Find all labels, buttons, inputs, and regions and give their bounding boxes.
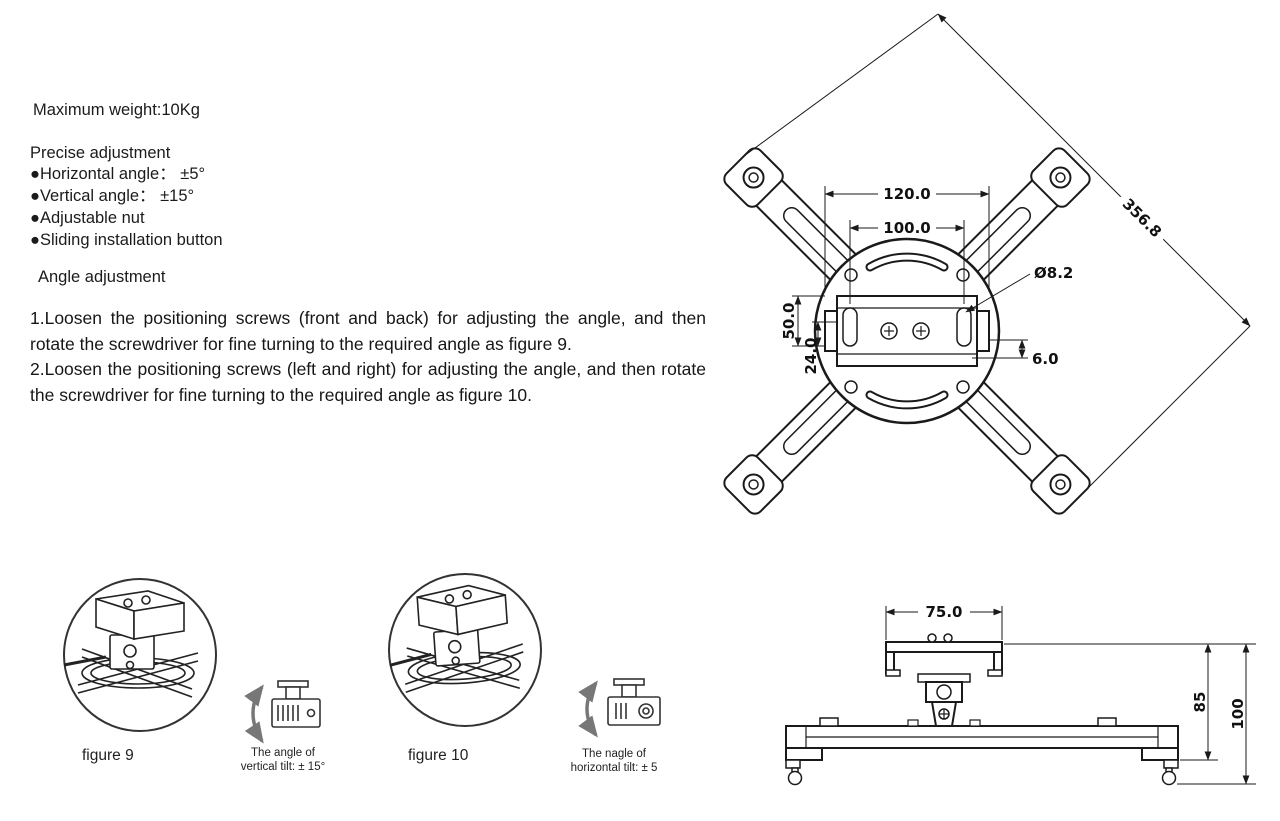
step-2-text: 2.Loosen the positioning screws (left an…	[30, 359, 706, 405]
vertical-tilt-icon	[244, 680, 321, 744]
dim-85-label: 85	[1191, 692, 1209, 713]
angle-adjustment-steps: 1.Loosen the positioning screws (front a…	[30, 306, 706, 408]
bullet-horizontal-angle: ●Horizontal angle： ±5°	[30, 165, 206, 183]
step-1-text: 1.Loosen the positioning screws (front a…	[30, 308, 706, 354]
figure-10-label: figure 10	[408, 747, 469, 764]
figure-9-label: figure 9	[82, 747, 134, 764]
bullet-adjustable-nut: ●Adjustable nut	[30, 209, 145, 227]
top-view-drawing: 120.0 100.0 356.8 Ø8.2 50.0 24.0 6.0	[720, 13, 1251, 518]
dim-100-label: 100	[1229, 698, 1247, 729]
figures-drawing	[62, 573, 661, 744]
precise-adjustment-bullets: ●Horizontal angle： ±5° ●Vertical angle： …	[30, 163, 223, 251]
precise-adjustment-title: Precise adjustment	[30, 144, 171, 162]
dim-diagonal-label: 356.8	[1119, 195, 1165, 241]
dim-100-label: 100.0	[883, 219, 930, 237]
horizontal-tilt-icon	[578, 678, 661, 738]
figure-9-circle	[62, 578, 217, 732]
max-weight-text: Maximum weight:10Kg	[33, 101, 200, 119]
side-view-drawing: 75.0 85 100	[785, 603, 1256, 786]
side-view-structure	[785, 633, 1179, 786]
mount-center-plate	[824, 295, 990, 367]
dim-hole-diameter-label: Ø8.2	[1034, 264, 1073, 282]
angle-adjustment-title: Angle adjustment	[38, 268, 166, 286]
dim-24-label: 24.0	[802, 337, 820, 374]
figure-10-circle	[383, 573, 542, 727]
dim-75-label: 75.0	[925, 603, 962, 621]
bullet-sliding-button: ●Sliding installation button	[30, 231, 223, 249]
figure-9-caption: The angle of vertical tilt: ± 15°	[240, 747, 326, 773]
dim-120-label: 120.0	[883, 185, 930, 203]
dim-6-label: 6.0	[1032, 350, 1059, 368]
bullet-vertical-angle: ●Vertical angle： ±15°	[30, 187, 195, 205]
dim-50-label: 50.0	[780, 302, 798, 339]
figure-10-caption: The nagle of horizontal tilt: ± 5	[570, 748, 658, 774]
